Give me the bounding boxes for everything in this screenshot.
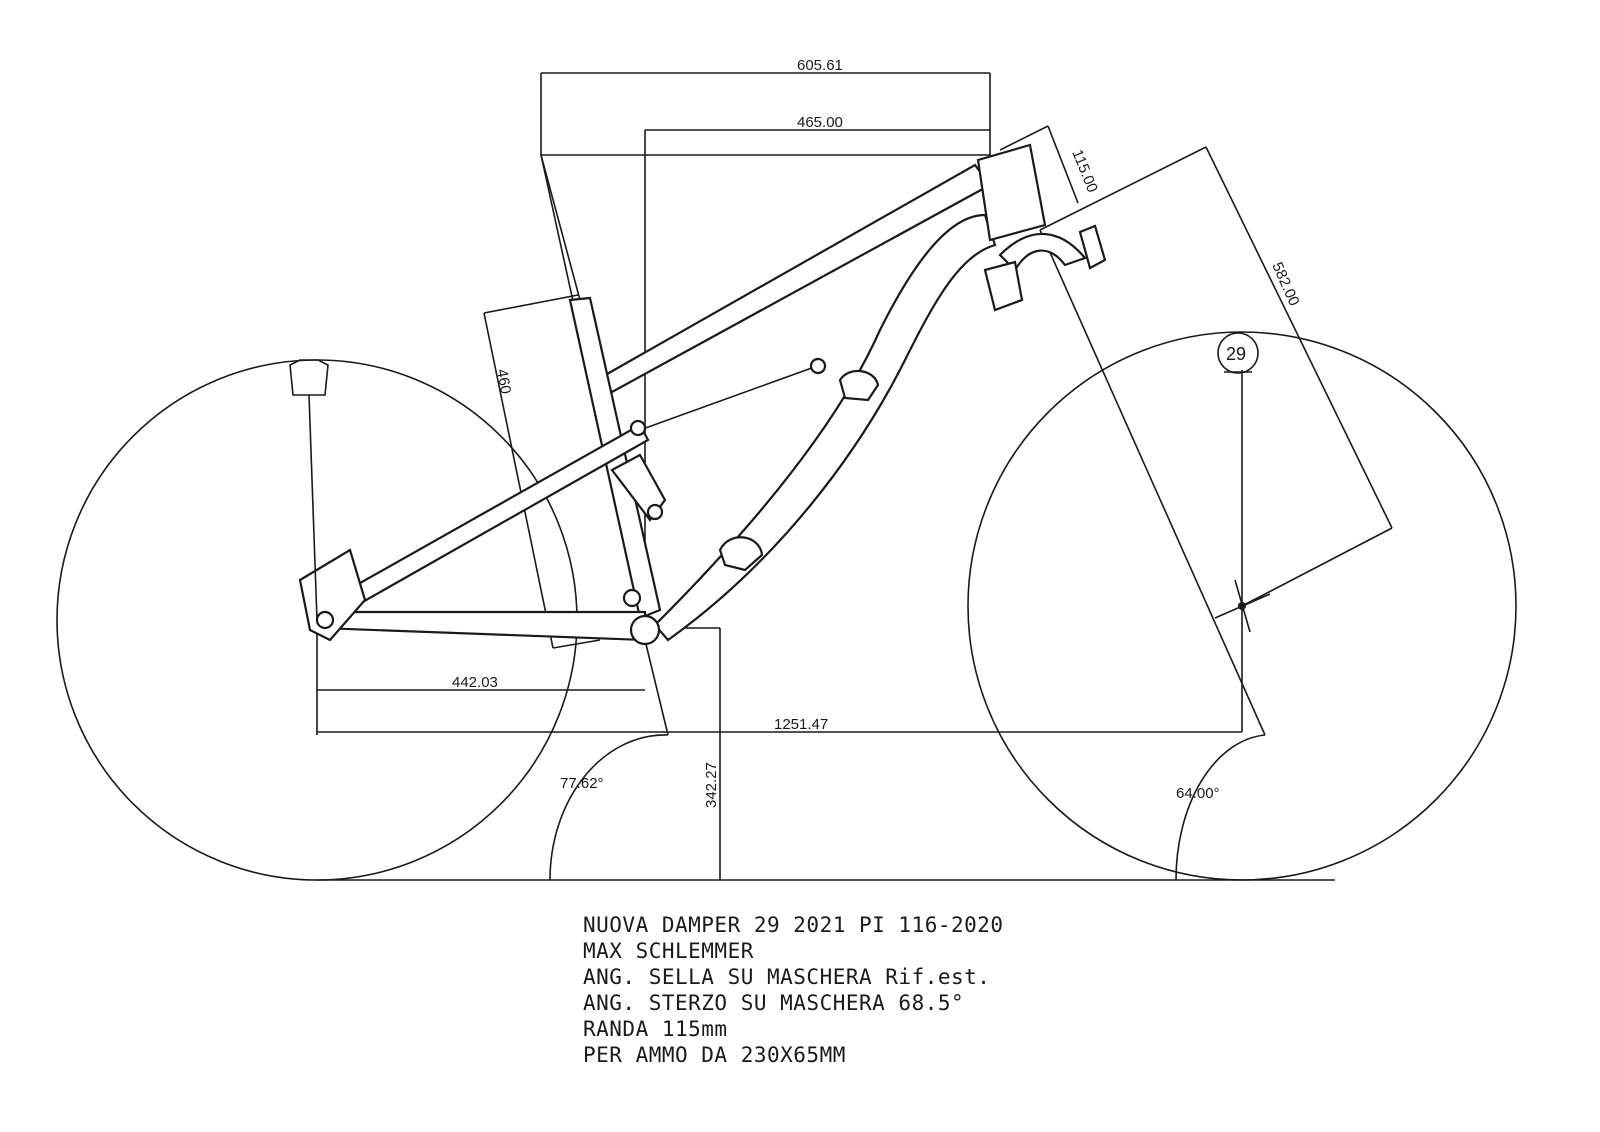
dimension-1251: 1251.47 [317, 370, 1243, 733]
svg-text:605.61: 605.61 [797, 57, 843, 74]
dimension-605: 605.61 [540, 57, 991, 160]
note-line: ANG. STERZO SU MASCHERA 68.5° [583, 991, 965, 1015]
note-line: ANG. SELLA SU MASCHERA Rif.est. [583, 965, 991, 989]
svg-text:29: 29 [1226, 344, 1246, 364]
note-line: NUOVA DAMPER 29 2021 PI 116-2020 [583, 913, 1004, 937]
svg-text:342.27: 342.27 [703, 762, 720, 808]
svg-text:115.00: 115.00 [1068, 147, 1101, 195]
dimension-460: 460 [483, 294, 601, 649]
dimension-342: 342.27 [660, 627, 721, 880]
svg-text:465.00: 465.00 [797, 114, 843, 131]
drawing-notes: NUOVA DAMPER 29 2021 PI 116-2020 MAX SCH… [583, 912, 1004, 1068]
note-line: RANDA 115mm [583, 1017, 728, 1041]
bike-frame [298, 143, 1107, 646]
svg-text:460: 460 [493, 368, 514, 396]
seat-angle: 77.62° [549, 734, 669, 881]
svg-text:64.00°: 64.00° [1176, 785, 1220, 802]
dimension-442: 442.03 [316, 620, 669, 736]
svg-text:1251.47: 1251.47 [774, 716, 828, 733]
front-wheel-badge: 29 [1217, 332, 1259, 374]
note-line: MAX SCHLEMMER [583, 939, 754, 963]
head-angle: 64.00° [1175, 734, 1266, 881]
svg-text:442.03: 442.03 [452, 674, 498, 691]
note-line: PER AMMO DA 230X65MM [583, 1043, 846, 1067]
rear-wheel-badge [289, 359, 329, 621]
svg-text:77.62°: 77.62° [560, 775, 604, 792]
